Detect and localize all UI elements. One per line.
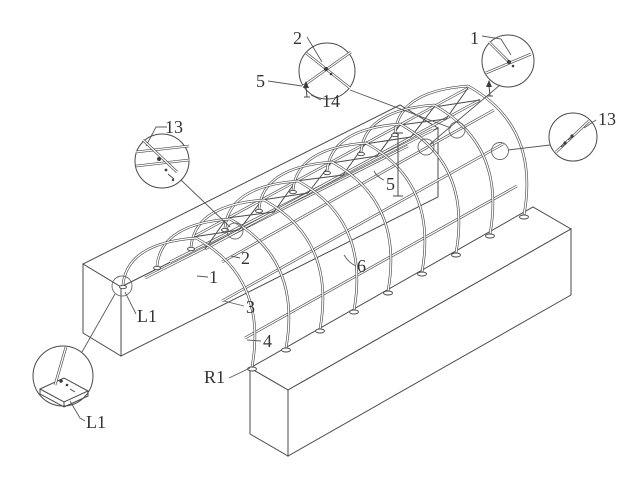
arch-foot xyxy=(281,347,291,353)
arch-feet xyxy=(119,132,529,372)
callout-right-clamp xyxy=(548,112,598,162)
arch-ribs xyxy=(121,84,529,368)
screw xyxy=(164,168,168,172)
clamp-bolt xyxy=(511,64,515,68)
arch-foot xyxy=(485,233,495,239)
label-r1: R1 xyxy=(204,367,225,387)
joint-circle-detail2 xyxy=(448,121,466,139)
label-14: 14 xyxy=(322,91,340,111)
label-2-top: 2 xyxy=(293,28,302,48)
screw-shaft xyxy=(560,143,566,148)
callout-circle xyxy=(548,112,598,162)
label-s1-leader xyxy=(196,275,209,278)
arch-foot xyxy=(451,252,461,258)
view-direction-arrow xyxy=(486,80,493,97)
label-l1-callout-leader xyxy=(69,400,86,422)
callout-base-plate xyxy=(32,345,94,408)
arch-foot xyxy=(255,208,263,214)
callout-right13-leader xyxy=(507,144,551,151)
screw-shaft xyxy=(167,173,175,180)
screw xyxy=(570,134,574,138)
label-l1-edge-leader xyxy=(124,291,137,315)
label-left13-leader xyxy=(145,126,167,147)
arch-foot xyxy=(417,271,427,277)
joint-circle-right13 xyxy=(491,142,509,160)
arch-foot xyxy=(187,246,195,252)
arch-foot xyxy=(323,170,331,176)
label-1-top: 1 xyxy=(470,28,479,48)
label-5-mid: 5 xyxy=(386,174,395,194)
callout-circle xyxy=(481,34,535,88)
purlins xyxy=(144,86,518,340)
reference-labels: 2 5 14 1 13 13 5 1 2 3 4 6 L1 R1 L1 xyxy=(86,28,616,432)
dimension-5-bracket xyxy=(393,132,403,197)
label-13-right: 13 xyxy=(598,109,616,129)
arch-foot xyxy=(153,265,161,271)
label-l1-edge: L1 xyxy=(137,306,157,326)
dimension-5 xyxy=(373,132,403,197)
joint-circle-left13 xyxy=(226,222,244,240)
arch-foot xyxy=(357,151,365,157)
anchor-bolt xyxy=(65,383,69,387)
arch-foot xyxy=(119,284,127,290)
leader-lines xyxy=(69,35,597,422)
label-r1-leader xyxy=(228,367,251,379)
label-top2-leader xyxy=(306,36,323,63)
callout-tee-joint xyxy=(481,34,535,97)
base-plate-thickness xyxy=(39,389,89,408)
ridge-cross-braces xyxy=(192,87,481,250)
label-3-structure: 3 xyxy=(246,297,255,317)
label-s2-leader xyxy=(230,255,241,259)
joint-circle-detail1 xyxy=(417,138,435,156)
label-right13-leader xyxy=(583,119,597,129)
callout-cross-leader xyxy=(349,89,452,129)
arch-foot xyxy=(383,290,393,296)
label-4-structure: 4 xyxy=(263,331,272,351)
callout-l1-leader xyxy=(81,293,116,353)
clamp-bolt xyxy=(157,157,161,161)
label-s4-leader xyxy=(246,339,262,342)
label-s6-leader xyxy=(343,254,357,267)
callout-left13-leader xyxy=(180,179,231,228)
joint-highlight-circles xyxy=(111,121,509,297)
label-2-structure: 2 xyxy=(241,248,250,268)
label-14-leader xyxy=(310,94,322,101)
anchor-screw xyxy=(69,388,76,393)
callout-left-clamp xyxy=(134,133,190,189)
label-6-structure: 6 xyxy=(357,256,366,276)
label-5-mid-leader xyxy=(373,170,385,181)
clamp-bolt xyxy=(507,60,511,64)
arch-foot xyxy=(391,132,399,138)
label-s3-leader xyxy=(223,300,245,307)
anchor-bolt xyxy=(59,379,63,383)
label-5-top: 5 xyxy=(256,71,265,91)
label-1-structure: 1 xyxy=(209,267,218,287)
clamp-bolt xyxy=(324,67,328,71)
callout-cross-joint xyxy=(298,42,356,100)
clamp-bolt xyxy=(329,72,333,76)
label-top5-leader xyxy=(267,80,303,87)
screw xyxy=(563,141,567,145)
callout-circle xyxy=(298,42,356,100)
right-block-front-face xyxy=(287,228,572,457)
label-13-left: 13 xyxy=(165,117,183,137)
arch-foot xyxy=(519,214,529,220)
screw-shaft xyxy=(567,136,573,141)
joint-circle-l1-foot xyxy=(111,275,133,297)
arch-foot xyxy=(349,309,359,315)
label-l1-callout: L1 xyxy=(86,412,106,432)
arch-foot xyxy=(289,189,297,195)
screw xyxy=(171,178,175,182)
view-direction-arrow xyxy=(303,81,310,98)
callout-tee-leader xyxy=(429,84,501,145)
label-top1-leader xyxy=(481,35,512,56)
right-foundation-block xyxy=(248,206,573,457)
arch-foot xyxy=(315,328,325,334)
